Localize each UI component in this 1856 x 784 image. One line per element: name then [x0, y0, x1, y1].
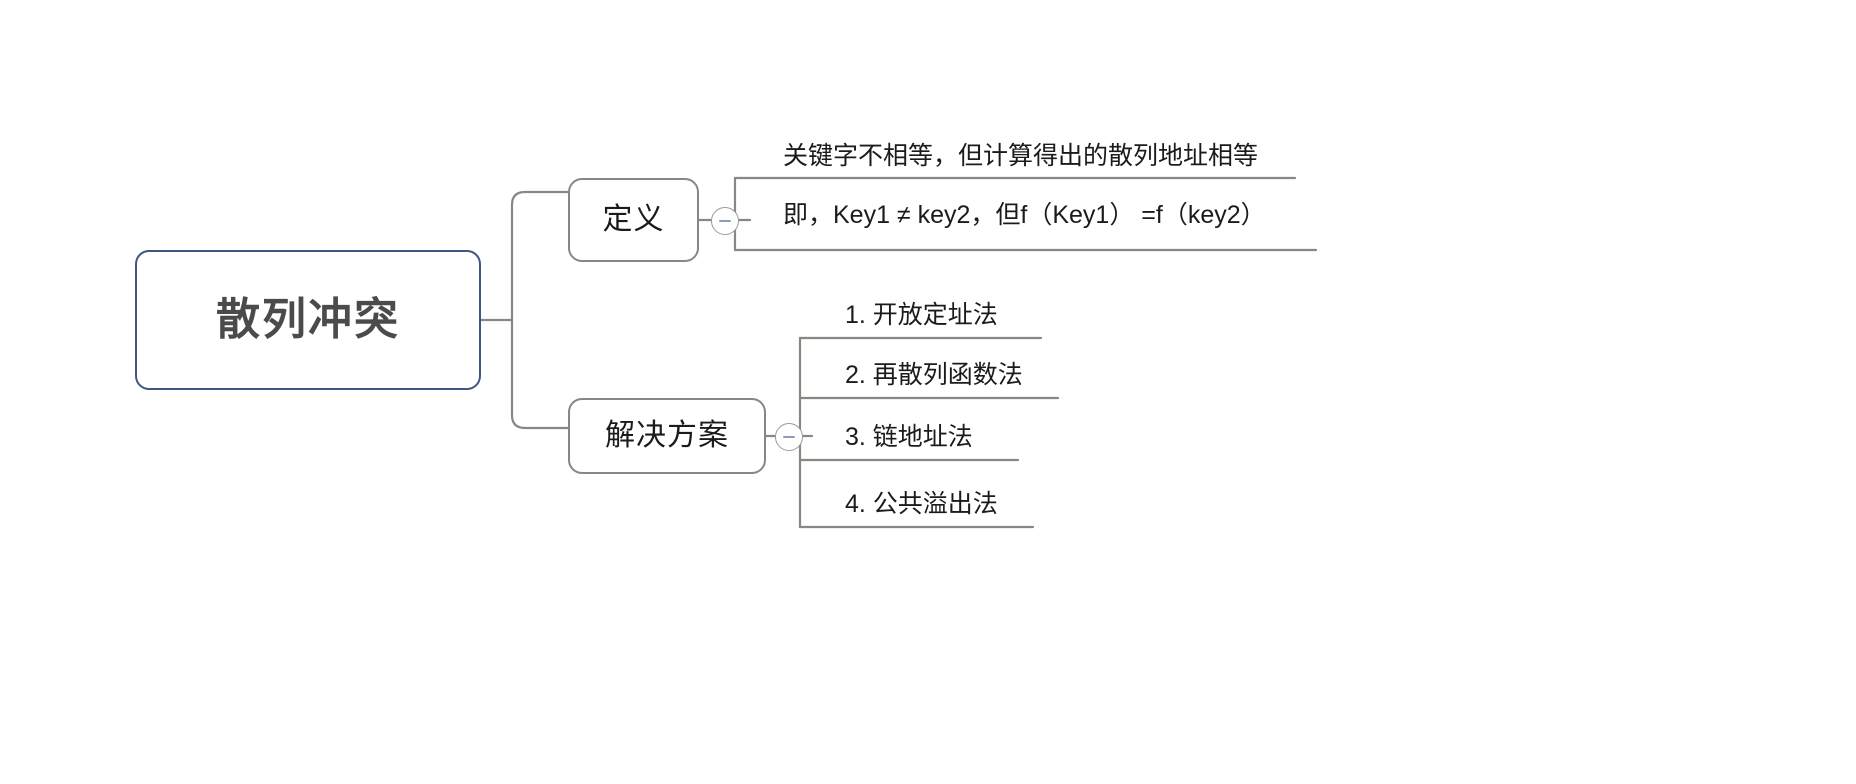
- leaf-item-solution-4[interactable]: 4. 公共溢出法: [845, 490, 998, 518]
- branch-node-definition-label: 定义: [602, 203, 665, 236]
- minus-bar: [783, 435, 795, 439]
- branch-node-definition[interactable]: 定义: [568, 178, 699, 262]
- branch-node-solution-label: 解决方案: [605, 419, 729, 452]
- wire-root-to-solution: [510, 318, 570, 430]
- leaf-item-solution-2[interactable]: 2. 再散列函数法: [845, 361, 1023, 389]
- leaf-item-definition-1[interactable]: 关键字不相等，但计算得出的散列地址相等: [783, 142, 1259, 170]
- leaf-item-solution-1[interactable]: 1. 开放定址法: [845, 301, 998, 329]
- wire-root-to-definition: [510, 190, 570, 322]
- leaf-item-solution-3[interactable]: 3. 链地址法: [845, 423, 973, 451]
- branch-node-solution[interactable]: 解决方案: [568, 398, 766, 474]
- leaf-item-definition-2[interactable]: 即，Key1 ≠ key2，但f（Key1） =f（key2）: [783, 201, 1266, 229]
- minus-bar: [719, 219, 731, 223]
- root-node-label: 散列冲突: [216, 295, 400, 344]
- minus-circle-icon-solution[interactable]: [775, 423, 803, 451]
- minus-circle-icon-definition[interactable]: [711, 207, 739, 235]
- root-node[interactable]: 散列冲突: [135, 250, 481, 390]
